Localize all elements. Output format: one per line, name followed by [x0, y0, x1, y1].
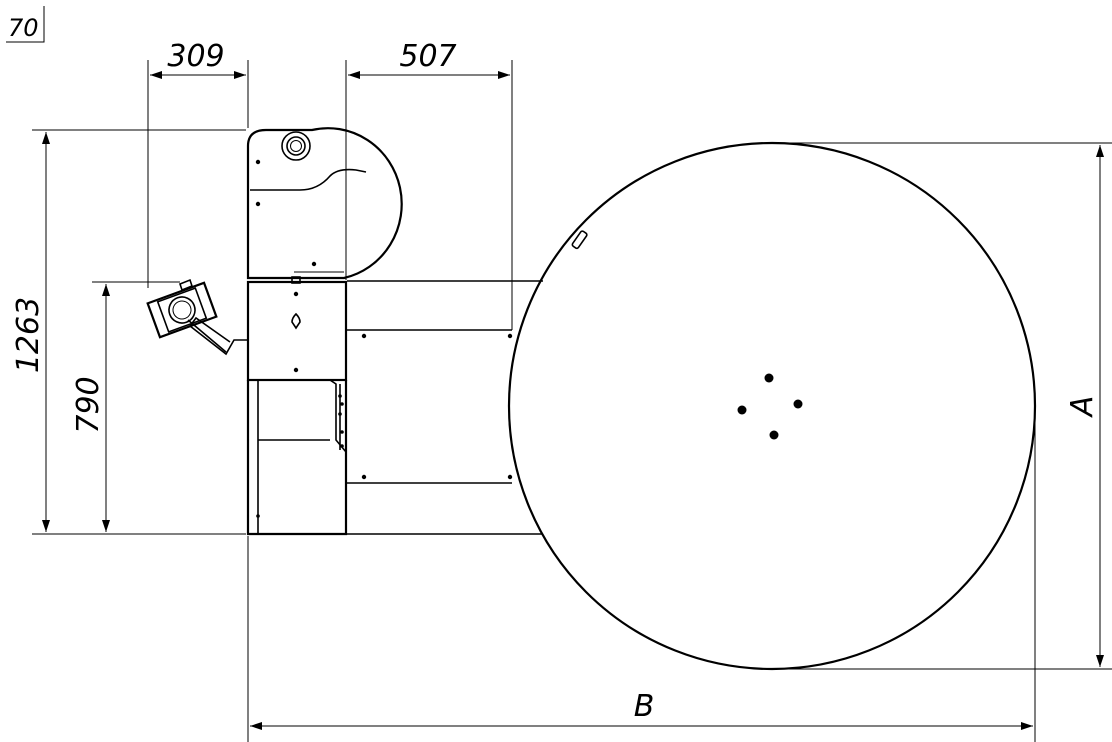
turntable-hole — [737, 405, 747, 415]
dimension-arm-width: 309 — [147, 39, 249, 288]
turntable-hole — [769, 430, 779, 440]
column-width-value: 507 — [399, 39, 456, 74]
dimension-turntable-diameter: A — [772, 142, 1112, 670]
turntable-hole — [793, 399, 803, 409]
turntable — [507, 141, 1037, 671]
turntable-diameter-label: A — [1065, 396, 1100, 419]
reference-number: 70 — [8, 14, 39, 42]
dimension-column-width: 507 — [345, 39, 513, 330]
dimension-overall-length: B — [247, 406, 1036, 742]
table-height-value: 790 — [71, 376, 106, 433]
base-frame — [347, 280, 543, 535]
control-panel-arm — [146, 278, 248, 356]
dimension-table-height: 790 — [71, 281, 180, 532]
dimension-overall-height: 1263 — [11, 129, 246, 535]
overall-length-label: B — [634, 689, 655, 724]
turntable-hole — [764, 373, 774, 383]
overall-height-value: 1263 — [11, 297, 46, 373]
machine-column — [246, 127, 403, 536]
arm-width-value: 309 — [167, 39, 224, 74]
reference-label: 70 — [6, 6, 45, 43]
